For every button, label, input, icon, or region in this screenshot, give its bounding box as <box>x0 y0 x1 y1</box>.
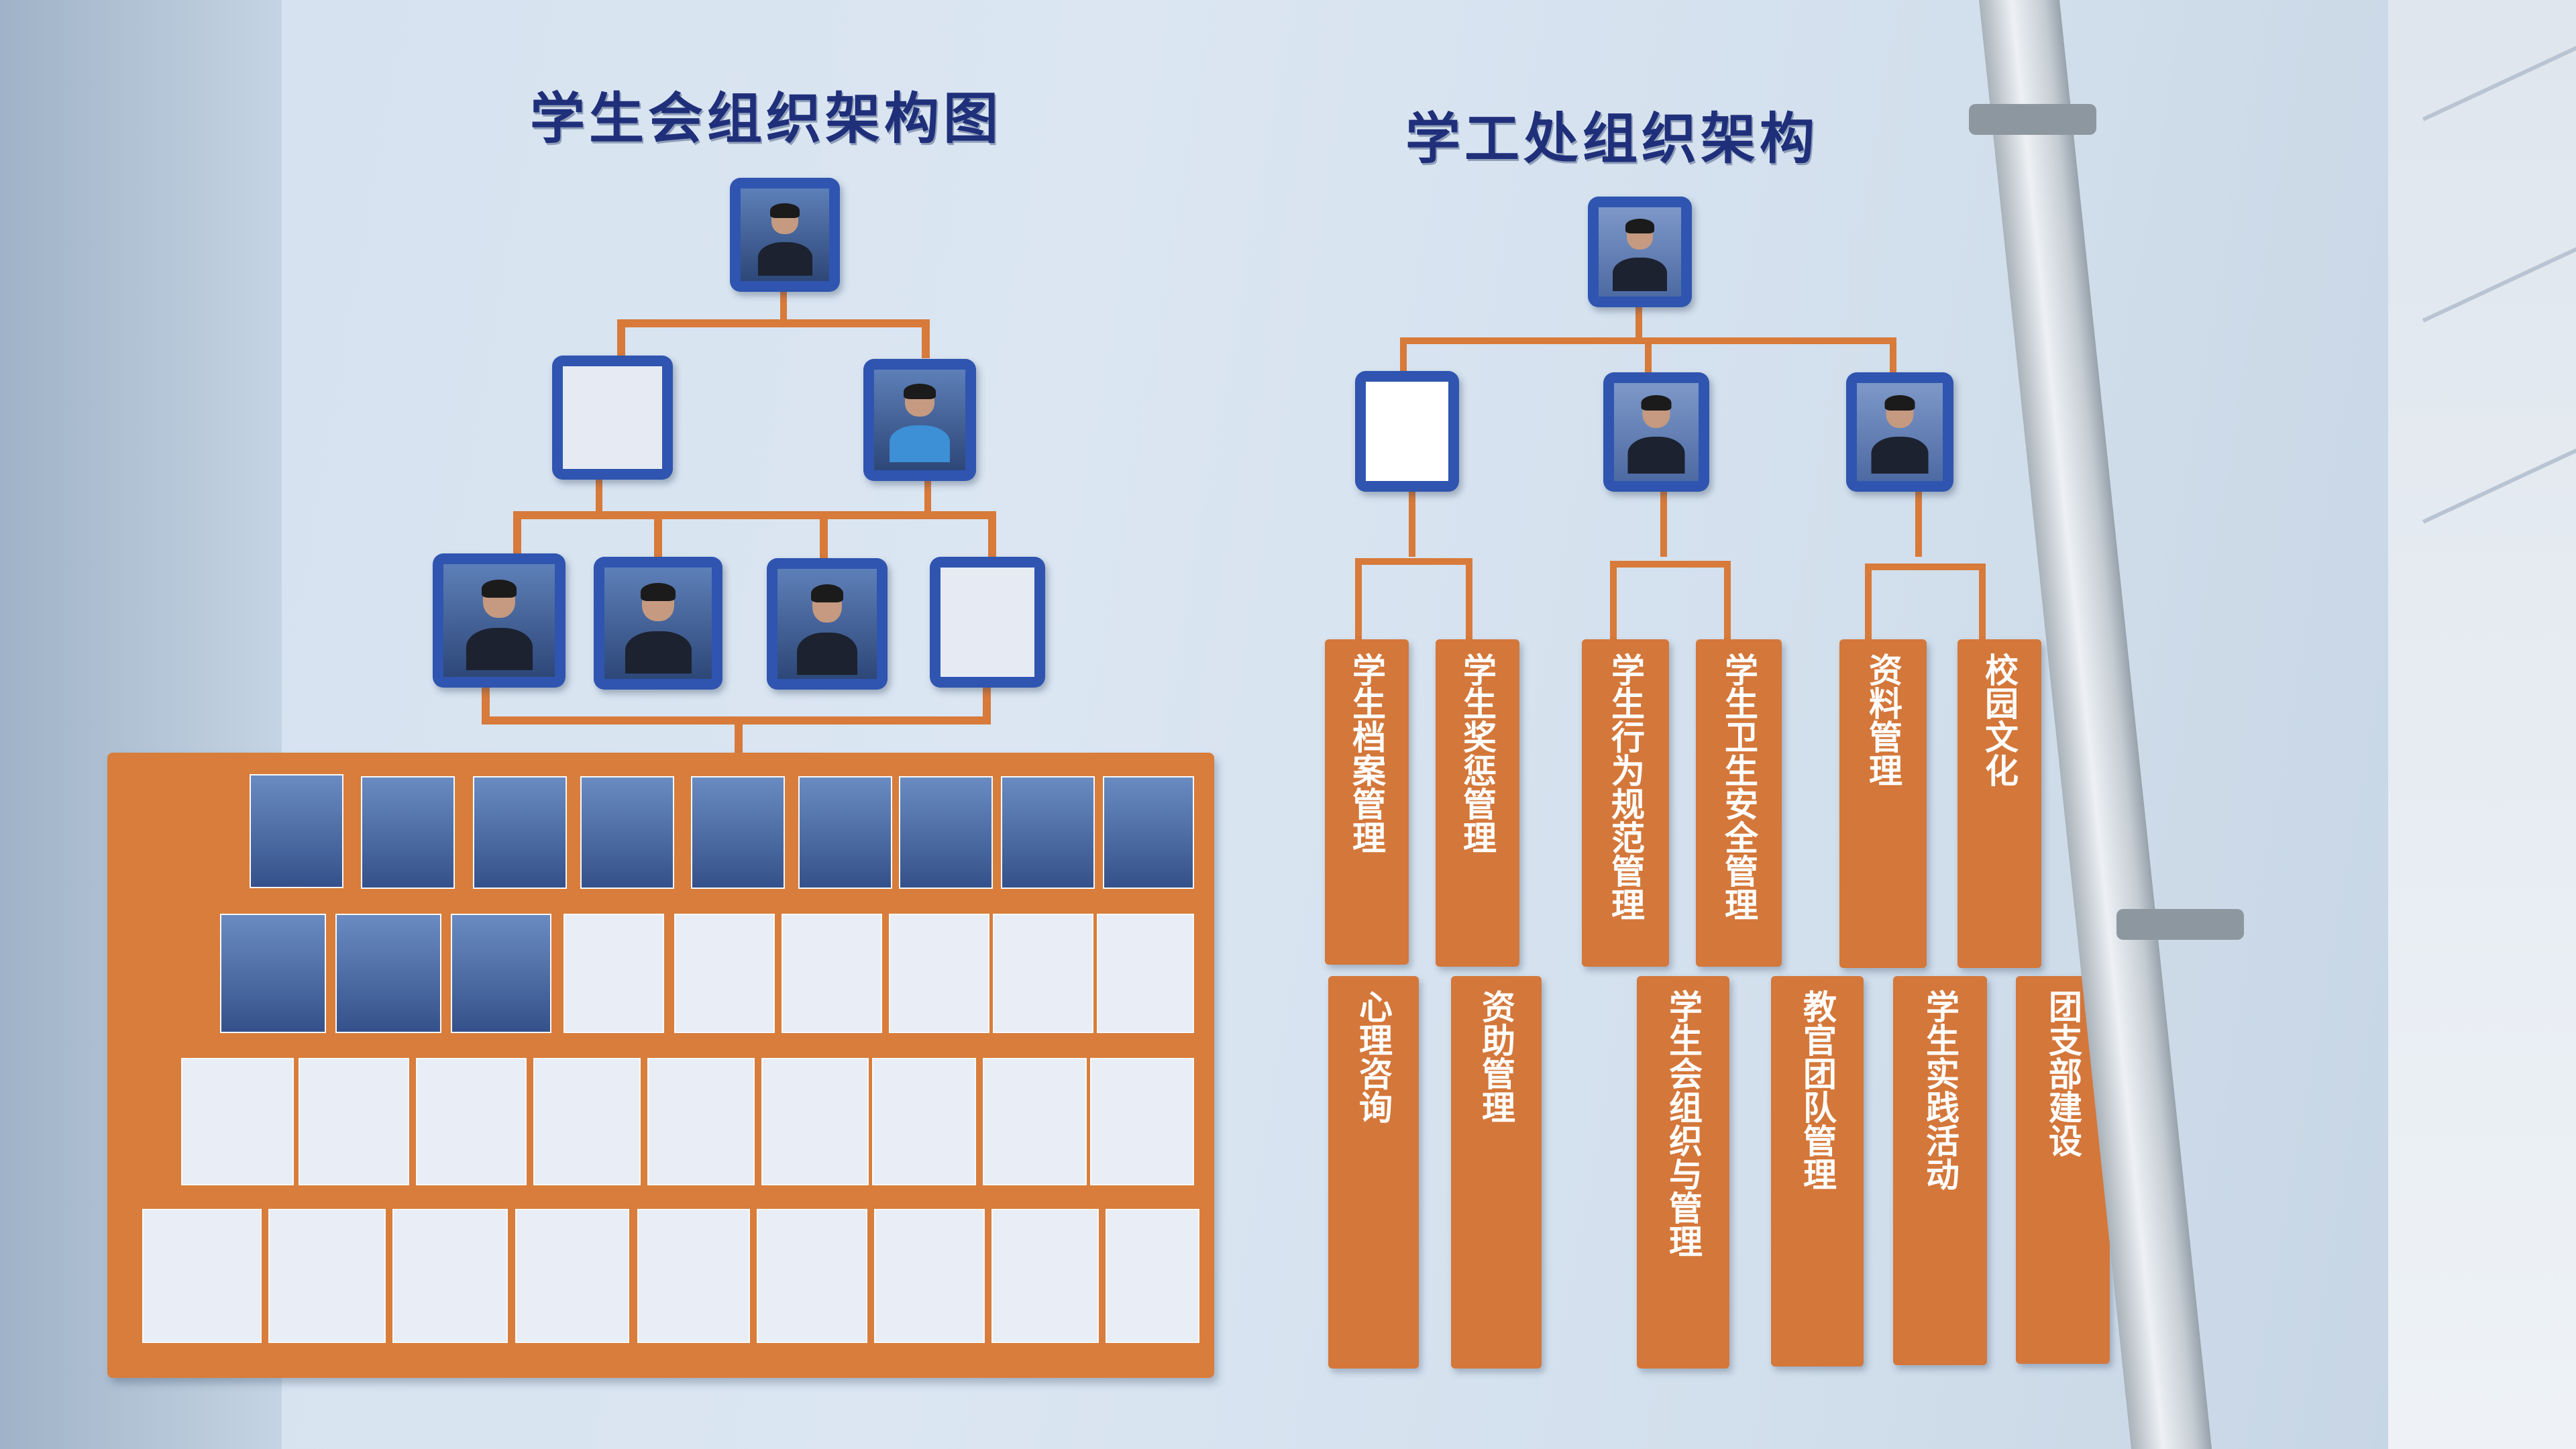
deputy-director-photo-frame-empty <box>1355 371 1459 492</box>
side-window <box>2388 0 2576 1449</box>
member-photo-slot-empty <box>1106 1209 1199 1343</box>
member-photo <box>220 914 326 1033</box>
connector-line <box>482 681 490 721</box>
member-photo-slot-empty <box>1090 1058 1194 1185</box>
connector-line <box>820 511 828 561</box>
connector-line <box>924 478 931 515</box>
member-photo-slot-empty <box>533 1058 641 1185</box>
member-photo <box>798 776 892 889</box>
connector-line <box>1400 337 1407 378</box>
deputy-director-photo-frame <box>1603 372 1709 492</box>
connector-line <box>617 319 625 358</box>
member-photo-slot-empty <box>515 1209 629 1343</box>
member-photo <box>691 776 785 889</box>
member-photo <box>451 914 551 1033</box>
department-strip: 学生实践活动 <box>1893 976 1987 1365</box>
connector-line <box>1645 337 1652 378</box>
connector-line <box>1355 558 1472 565</box>
members-photo-board <box>107 753 1214 1378</box>
connector-line <box>1660 490 1667 557</box>
member-photo-slot-empty <box>991 1209 1099 1343</box>
department-strip: 学生档案管理 <box>1325 639 1409 965</box>
pipe-clamp <box>2116 909 2244 940</box>
department-strip: 学生行为规范管理 <box>1582 639 1669 967</box>
vice-president-photo-frame-empty <box>552 356 673 480</box>
connector-line <box>1890 337 1896 378</box>
member-photo <box>899 776 993 889</box>
member-photo-slot-empty <box>1097 914 1194 1033</box>
pipe-clamp <box>1969 104 2096 135</box>
member-photo-slot-empty <box>874 1209 985 1343</box>
connector-line <box>1865 564 1872 642</box>
member-photo-slot-empty <box>761 1058 869 1185</box>
connector-line <box>922 319 930 358</box>
member-photo-slot-empty <box>299 1058 409 1185</box>
member-photo-slot-empty <box>647 1058 755 1185</box>
department-strip: 心理咨询 <box>1328 976 1419 1368</box>
department-strip: 学生奖惩管理 <box>1436 639 1519 967</box>
member-photo-slot-empty <box>757 1209 867 1343</box>
connector-line <box>1355 558 1362 642</box>
member-photo-slot-empty <box>268 1209 386 1343</box>
member-photo-slot-empty <box>416 1058 527 1185</box>
student-union-chart-title: 学生会组织架构图 <box>530 87 1003 151</box>
connector-line <box>780 285 787 322</box>
department-strip: 学生卫生安全管理 <box>1696 639 1782 967</box>
connector-line <box>596 478 602 515</box>
member-photo <box>1001 776 1095 889</box>
member-photo-slot-empty <box>782 914 882 1033</box>
connector-line <box>654 511 662 561</box>
director-photo-frame <box>1588 197 1692 307</box>
member-photo-slot-empty <box>872 1058 976 1185</box>
connector-line <box>1610 561 1617 642</box>
minister-photo-frame-empty <box>930 557 1045 688</box>
minister-photo-frame <box>767 558 888 690</box>
department-strip: 资助管理 <box>1451 976 1542 1368</box>
vice-president-photo-frame <box>863 359 976 481</box>
member-photo-slot-empty <box>993 914 1093 1033</box>
member-photo-slot-empty <box>983 1058 1087 1185</box>
connector-line <box>988 511 996 561</box>
connector-line <box>1409 490 1415 557</box>
connector-line <box>1979 564 1986 642</box>
member-photo <box>580 776 674 889</box>
member-photo <box>250 774 343 888</box>
connector-line <box>513 511 521 561</box>
connector-line <box>1724 561 1731 642</box>
connector-line <box>1466 558 1472 642</box>
member-photo <box>335 914 441 1033</box>
connector-line <box>1610 561 1731 568</box>
member-photo-slot-empty <box>674 914 775 1033</box>
department-strip: 资料管理 <box>1839 639 1927 968</box>
member-photo-slot-empty <box>889 914 989 1033</box>
minister-photo-frame <box>433 553 566 688</box>
president-photo-frame <box>730 178 840 292</box>
student-affairs-chart-title: 学工处组织架构 <box>1405 107 1819 171</box>
member-photo-slot-empty <box>181 1058 294 1185</box>
member-photo-slot-empty <box>142 1209 262 1343</box>
connector-line <box>513 511 996 519</box>
member-photo-slot-empty <box>392 1209 508 1343</box>
member-photo <box>1103 776 1194 889</box>
department-strip: 校园文化 <box>1957 639 2041 968</box>
connector-line <box>1865 564 1986 570</box>
member-photo <box>361 776 455 889</box>
connector-line <box>1635 302 1642 342</box>
member-photo <box>473 776 567 889</box>
department-strip: 教官团队管理 <box>1771 976 1864 1366</box>
department-strip: 学生会组织与管理 <box>1637 976 1729 1368</box>
member-photo-slot-empty <box>637 1209 750 1343</box>
minister-photo-frame <box>594 557 722 690</box>
connector-line <box>983 681 991 721</box>
deputy-director-photo-frame <box>1846 372 1953 492</box>
connector-line <box>617 319 930 327</box>
connector-line <box>735 716 743 757</box>
connector-line <box>1915 490 1922 557</box>
member-photo-slot-empty <box>564 914 664 1033</box>
